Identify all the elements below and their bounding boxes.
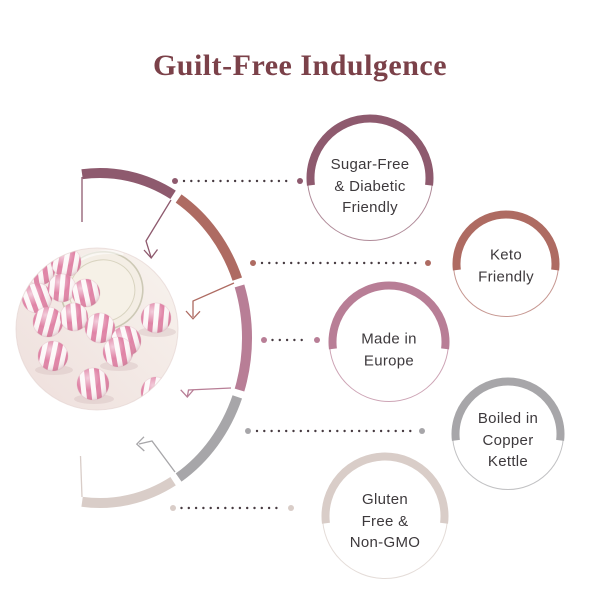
ring-arc-keto (175, 194, 243, 281)
badge-label-line: Free & (361, 512, 409, 530)
badge-label-line: Friendly (342, 198, 398, 216)
badge-label-line: Keto (489, 246, 523, 264)
badge-label-sugar-free: Sugar-Free & Diabetic Friendly (295, 154, 445, 219)
badge-label-line: & Diabetic (334, 177, 406, 195)
badge-label-line: Boiled in (477, 409, 539, 427)
badge-gluten-free (321, 452, 449, 579)
dotted-connector-sugar-free (172, 178, 303, 184)
connector-end-dot (261, 337, 267, 343)
badge-arc (328, 281, 450, 350)
candy-ball (84, 312, 116, 344)
candy-ball (76, 367, 110, 401)
connector-end-dot (245, 428, 251, 434)
connector-end-dot (170, 505, 176, 511)
connector-end-dot (250, 260, 256, 266)
badge-label-line: Made in (361, 330, 417, 348)
badge-label-line: Kettle (487, 452, 529, 470)
badge-label-gluten-free: Gluten Free & Non-GMO (310, 489, 460, 554)
dotted-connector-made-in-europe (261, 337, 320, 343)
badge-arc (451, 377, 565, 441)
badge-label-copper-kettle: Boiled in Copper Kettle (433, 408, 583, 473)
ring-arc-gluten-free (81, 476, 176, 509)
connector-end-dot (425, 260, 431, 266)
badge-arc (321, 452, 449, 524)
dotted-connector-gluten-free (170, 505, 294, 511)
badge-copper-kettle (451, 377, 565, 490)
arrow-hook-keto (185, 282, 235, 320)
badge-label-made-in-europe: Made in Europe (314, 329, 464, 372)
badge-sugar-free (306, 114, 434, 241)
badge-label-line: Europe (363, 352, 415, 369)
arrow-hook-sugar-free (143, 199, 172, 260)
badge-label-line: Sugar-Free (330, 155, 410, 173)
candy-ball (59, 302, 89, 332)
candy-ball (32, 306, 64, 338)
badge-label-line: Friendly (478, 268, 534, 285)
badge-label-line: Non-GMO (349, 533, 421, 551)
arrow-hook-made-in-europe (180, 387, 232, 398)
feature-ring (79, 167, 253, 509)
dotted-connector-copper-kettle (245, 428, 425, 434)
badge-arc (306, 114, 434, 186)
arrow-hook-copper-kettle (135, 436, 176, 473)
product-photo-clip (16, 248, 178, 410)
product-photo (15, 247, 179, 411)
page-title: Guilt-Free Indulgence (152, 49, 448, 82)
badge-label-line: Copper (482, 431, 534, 449)
candy-ball (140, 302, 172, 334)
candy-ball (37, 340, 69, 372)
badge-made-in-europe (328, 281, 450, 402)
ring-arc-sugar-free (81, 167, 176, 200)
badge-keto (452, 210, 560, 317)
photo-rim (15, 247, 179, 411)
badge-label-keto: Keto Friendly (431, 245, 581, 288)
candy-ball (71, 278, 101, 308)
connector-end-dot (288, 505, 294, 511)
connector-end-dot (314, 337, 320, 343)
candy-ball (21, 282, 53, 314)
ring-arc-copper-kettle (175, 395, 243, 482)
candy-shadow (138, 401, 176, 410)
connector-end-dot (172, 178, 178, 184)
candy-ball (102, 336, 134, 368)
ring-arc-made-in-europe (234, 284, 253, 392)
ring-tail-bottom (79, 455, 83, 498)
candy-ball (47, 273, 77, 303)
badge-label-line: Gluten (362, 490, 408, 508)
dotted-connector-keto (250, 260, 431, 266)
connector-end-dot (297, 178, 303, 184)
badge-arc (452, 210, 560, 271)
connector-end-dot (419, 428, 425, 434)
